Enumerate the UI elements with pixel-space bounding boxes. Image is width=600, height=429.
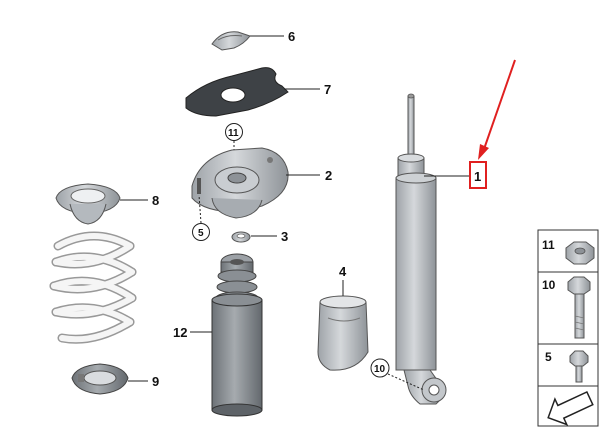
part-7-gasket — [185, 67, 289, 117]
coil-spring-fill — [51, 233, 135, 343]
part-4-sleeve — [317, 295, 369, 371]
leader-10 — [387, 373, 425, 391]
label-9: 9 — [152, 374, 159, 389]
direction-arrow-icon — [547, 390, 594, 426]
leader-5 — [198, 194, 202, 224]
part-12-dust-boot — [211, 253, 263, 417]
red-arrow-icon — [478, 59, 516, 160]
part-6-clip — [211, 31, 251, 51]
part-3-washer — [231, 231, 251, 243]
screw-icon — [569, 350, 589, 383]
nut-icon — [565, 241, 595, 265]
long-bolt-icon — [567, 276, 591, 339]
label-7: 7 — [324, 82, 331, 97]
label-6: 6 — [288, 29, 295, 44]
panel-label-5: 5 — [545, 350, 552, 364]
panel-label-11: 11 — [542, 238, 555, 252]
part-8-spring-seat — [55, 183, 121, 225]
callout-5-label: 5 — [198, 228, 204, 239]
callout-11-label: 11 — [228, 128, 239, 139]
callout-10-label: 10 — [374, 364, 386, 375]
highlight-box-1 — [469, 161, 487, 189]
part-2-top-mount — [191, 147, 289, 219]
label-2: 2 — [325, 168, 332, 183]
callout-10 — [370, 358, 390, 378]
part-1-shock-absorber — [395, 93, 447, 405]
label-1: 1 — [474, 169, 481, 184]
label-3: 3 — [281, 229, 288, 244]
panel-label-10: 10 — [542, 278, 556, 292]
label-12: 12 — [173, 325, 187, 340]
part-9-spring-pad — [71, 363, 129, 395]
label-8: 8 — [152, 193, 159, 208]
label-4: 4 — [339, 264, 347, 279]
callout-11 — [225, 123, 243, 141]
callout-5 — [192, 223, 210, 241]
